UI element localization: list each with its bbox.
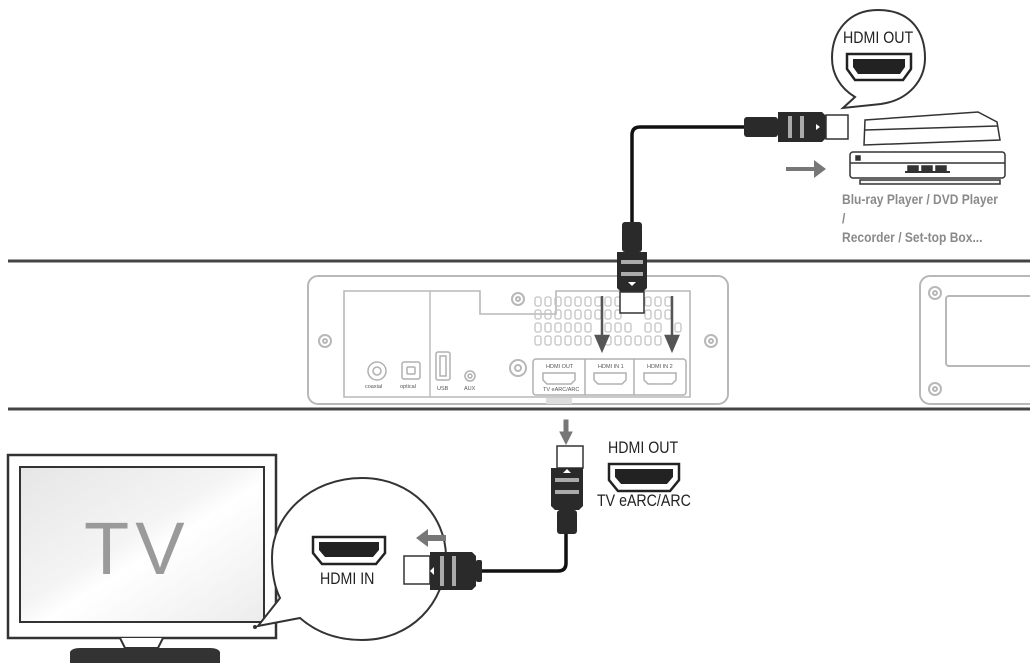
audio-ports: [367, 351, 476, 382]
panel-hdmi-in2-port: [643, 372, 677, 385]
soundbar-body: [8, 259, 1030, 411]
tv-callout: [255, 476, 448, 642]
soundbar-earc-label: TV eARC/ARC: [597, 492, 691, 510]
soundbar-back-panel: [307, 275, 1030, 405]
panel-hdmi-out-port: [542, 372, 576, 385]
panel-hdmi-in2-label: HDMI IN 2: [647, 364, 673, 370]
connector-source-end: [744, 112, 849, 142]
source-device: [849, 111, 1006, 185]
panel-hdmi-ports: [532, 358, 687, 404]
soundbar-up-arrow: [559, 419, 573, 446]
aux-port: [464, 370, 476, 382]
tv-hdmi-in-label: HDMI IN: [320, 570, 375, 588]
tv-insert-arrow: [416, 529, 446, 547]
panel-hdmi-in1-label: HDMI IN 1: [598, 364, 624, 370]
optical-label: optical: [400, 384, 416, 390]
vent-grille: [534, 296, 682, 346]
coaxial-label: coaxial: [365, 384, 383, 390]
device-insert-arrow: [786, 160, 826, 178]
source-callout: [830, 8, 927, 110]
aux-label: AUX: [464, 386, 476, 392]
connector-tv-end: [403, 552, 482, 590]
source-device-caption: Blu-ray Player / DVD Player / Recorder /…: [842, 190, 1004, 247]
panel-hdmi-out-sub-label: TV eARC/ARC: [543, 387, 580, 393]
connector-soundbar-out-end: [551, 419, 584, 534]
tv-screen-text: TV: [84, 507, 191, 590]
panel-hdmi-in1-port: [593, 372, 627, 385]
connector-soundbar-in-end: [617, 222, 647, 314]
cable-source-to-soundbar: [630, 125, 744, 222]
source-callout-hdmi-out-label: HDMI OUT: [843, 29, 914, 47]
tv: [6, 453, 278, 663]
usb-port: [435, 351, 451, 381]
optical-port: [401, 361, 421, 380]
soundbar-hdmi-out-label: HDMI OUT: [608, 439, 679, 457]
panel-hdmi-out-label: HDMI OUT: [546, 364, 574, 370]
cable-soundbar-to-tv: [480, 534, 568, 573]
source-device-caption-line1: Blu-ray Player / DVD Player /: [842, 191, 998, 226]
panel-insert-arrows: [594, 296, 680, 354]
soundbar-hdmi-out-icon: [607, 462, 681, 493]
source-device-caption-line2: Recorder / Set-top Box...: [842, 229, 983, 245]
usb-label: USB: [437, 386, 449, 392]
coaxial-port: [367, 361, 387, 381]
